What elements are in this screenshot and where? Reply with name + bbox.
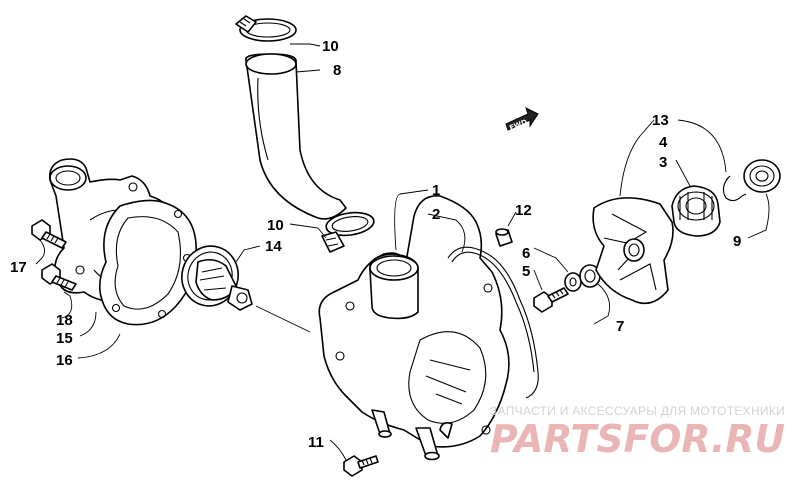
callout-9: 9	[733, 233, 741, 250]
housing-gasket[interactable]	[98, 199, 197, 326]
snap-ring[interactable]	[722, 175, 747, 202]
bolt-5[interactable]	[533, 287, 569, 313]
callout-7: 7	[616, 318, 624, 335]
mechanical-seal[interactable]	[671, 185, 721, 237]
callout-10-lower: 10	[267, 217, 284, 234]
callout-13: 13	[652, 112, 669, 129]
water-pump-housing[interactable]	[318, 195, 510, 461]
hose-clamp-top[interactable]	[235, 15, 297, 42]
bolt-11[interactable]	[343, 455, 379, 477]
callout-numbers: 10 8 1 2 12 6 5 7 13 4 3 9 10 14 17 18 1…	[10, 38, 741, 451]
watermark: ЗАПЧАСТИ И АКСЕССУАРЫ ДЛЯ МОТОТЕХНИКИ PA…	[490, 404, 785, 461]
watermark-brand: PARTSFOR.RU	[490, 417, 785, 461]
bolt-17[interactable]	[31, 219, 67, 249]
bolt-18[interactable]	[41, 263, 77, 291]
forward-arrow-icon: FWD	[505, 107, 539, 132]
callout-1: 1	[432, 182, 440, 199]
thermostat[interactable]	[175, 240, 253, 312]
watermark-subtitle: ЗАПЧАСТИ И АКСЕССУАРЫ ДЛЯ МОТОТЕХНИКИ	[490, 404, 785, 418]
callout-5: 5	[522, 263, 530, 280]
callout-14: 14	[265, 238, 282, 255]
leader-lines	[35, 43, 770, 461]
callout-18: 18	[56, 312, 73, 329]
dowel-pin[interactable]	[495, 228, 513, 247]
callout-17: 17	[10, 259, 27, 276]
callout-3: 3	[659, 154, 667, 171]
callout-11: 11	[308, 434, 324, 451]
o-ring[interactable]	[447, 246, 539, 399]
callout-15: 15	[56, 330, 73, 347]
callout-4: 4	[659, 134, 668, 151]
callout-2: 2	[432, 206, 440, 223]
oil-seal[interactable]	[743, 159, 781, 193]
callout-12: 12	[515, 202, 532, 219]
callout-16: 16	[56, 352, 73, 369]
callout-6: 6	[522, 245, 530, 262]
hose-clamp-lower[interactable]	[321, 210, 375, 253]
washer-6[interactable]	[564, 272, 582, 292]
callout-10-top: 10	[322, 38, 339, 55]
impeller[interactable]	[592, 197, 674, 305]
fwd-label: FWD	[508, 118, 528, 132]
coolant-hose[interactable]	[245, 53, 347, 220]
callout-8: 8	[333, 62, 341, 79]
